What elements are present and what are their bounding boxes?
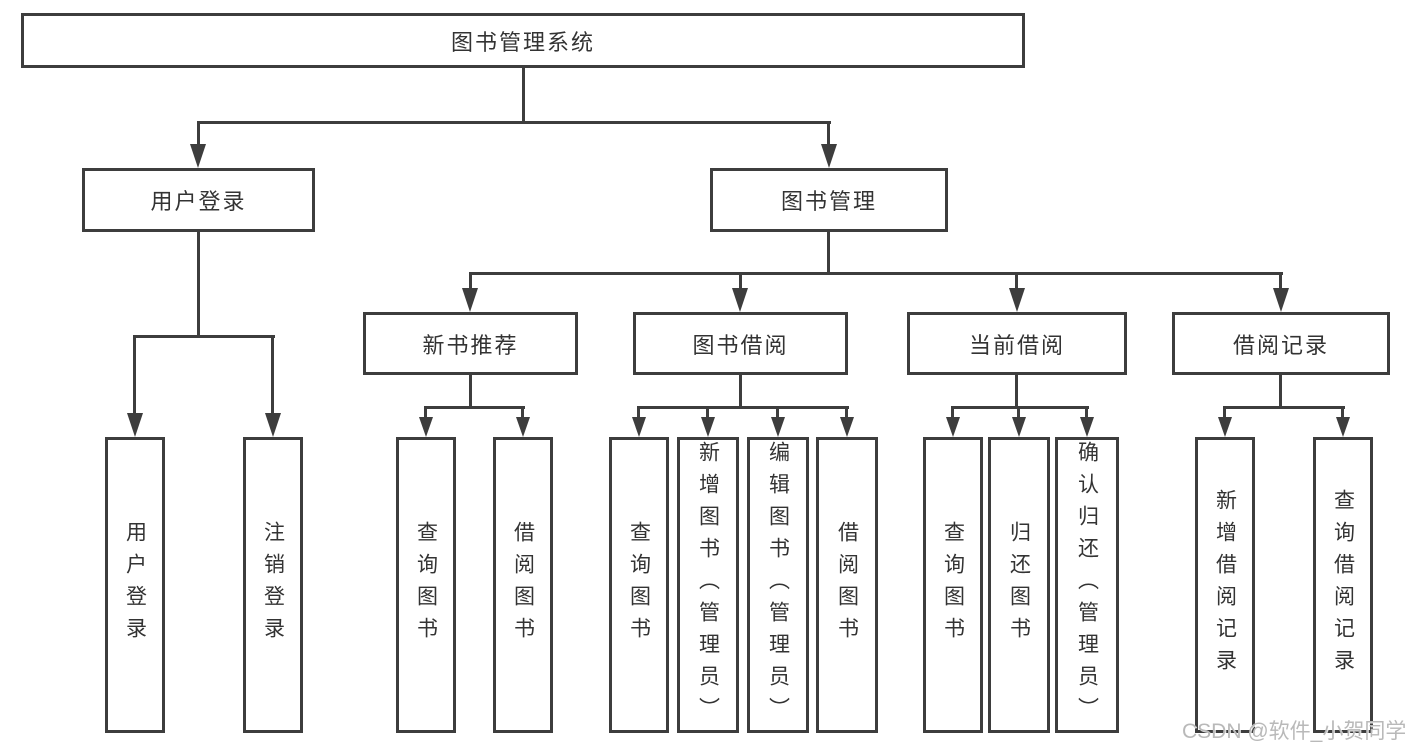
leaf-add-borrow-record-label: 新增借阅记录: [1213, 489, 1237, 681]
connector-line: [1085, 406, 1088, 419]
node-user-login-label: 用户登录: [150, 189, 247, 214]
connector-line: [1015, 272, 1018, 290]
leaf-confirm-return-admin: 确认归还（管理员）: [1055, 437, 1119, 733]
node-borrowing-records: 借阅记录: [1172, 312, 1390, 375]
arrowhead: [1336, 417, 1350, 437]
leaf-add-borrow-record: 新增借阅记录: [1195, 437, 1255, 733]
leaf-query-books-1-label: 查询图书: [414, 521, 438, 649]
leaf-query-books-1: 查询图书: [396, 437, 456, 733]
arrowhead: [1012, 417, 1026, 437]
leaf-query-borrow-record: 查询借阅记录: [1313, 437, 1373, 733]
arrowhead: [516, 417, 530, 437]
arrowhead: [419, 417, 433, 437]
arrowhead: [190, 144, 206, 168]
arrowhead: [1009, 288, 1025, 312]
connector-line: [424, 406, 427, 419]
leaf-edit-books-admin: 编辑图书（管理员）: [747, 437, 809, 733]
leaf-query-books-3: 查询图书: [923, 437, 983, 733]
connector-line: [637, 406, 640, 419]
node-new-book-recommend-label: 新书推荐: [422, 332, 519, 358]
arrowhead: [1218, 417, 1232, 437]
connector-line: [271, 335, 274, 415]
leaf-borrow-books-1-label: 借阅图书: [511, 521, 535, 649]
leaf-confirm-return-admin-label: 确认归还（管理员）: [1075, 441, 1099, 729]
connector-line: [521, 406, 524, 419]
arrowhead: [840, 417, 854, 437]
leaf-borrow-books-2-label: 借阅图书: [835, 521, 859, 649]
arrowhead: [1273, 288, 1289, 312]
arrowhead: [265, 413, 281, 437]
connector-line: [1279, 375, 1282, 406]
connector-line: [469, 272, 472, 290]
csdn-watermark: CSDN @软件_小贺同学: [1182, 720, 1405, 743]
node-book-management-label: 图书管理: [780, 189, 877, 214]
arrowhead: [771, 417, 785, 437]
node-borrowing-records-label: 借阅记录: [1232, 332, 1329, 358]
leaf-logout: 注销登录: [243, 437, 303, 733]
arrowhead: [632, 417, 646, 437]
arrowhead: [946, 417, 960, 437]
leaf-user-login: 用户登录: [105, 437, 165, 733]
connector-line: [469, 375, 472, 406]
connector-line: [1279, 272, 1282, 290]
connector-line: [197, 121, 831, 124]
connector-line: [827, 232, 830, 272]
connector-line: [739, 272, 742, 290]
root-node: 图书管理系统: [21, 13, 1025, 68]
node-new-book-recommend: 新书推荐: [363, 312, 578, 375]
connector-line: [469, 272, 1283, 275]
root-node-label: 图书管理系统: [450, 29, 595, 55]
arrowhead: [127, 413, 143, 437]
connector-line: [951, 406, 954, 419]
leaf-add-books-admin: 新增图书（管理员）: [677, 437, 739, 733]
connector-line: [706, 406, 709, 419]
leaf-user-login-label: 用户登录: [123, 521, 147, 649]
connector-line: [1017, 406, 1020, 419]
node-book-management: 图书管理: [710, 168, 948, 232]
leaf-query-books-3-label: 查询图书: [941, 521, 965, 649]
connector-line: [776, 406, 779, 419]
connector-line: [951, 406, 1089, 409]
arrowhead: [732, 288, 748, 312]
leaf-return-books: 归还图书: [988, 437, 1050, 733]
leaf-add-books-admin-label: 新增图书（管理员）: [696, 441, 720, 729]
connector-line: [637, 406, 849, 409]
connector-line: [1223, 406, 1226, 419]
leaf-query-borrow-record-label: 查询借阅记录: [1331, 489, 1355, 681]
connector-line: [1223, 406, 1345, 409]
connector-line: [1341, 406, 1344, 419]
leaf-query-books-2: 查询图书: [609, 437, 669, 733]
connector-line: [739, 375, 742, 406]
connector-line: [133, 335, 275, 338]
connector-line: [197, 121, 200, 146]
leaf-borrow-books-2: 借阅图书: [816, 437, 878, 733]
connector-line: [424, 406, 525, 409]
arrowhead: [821, 144, 837, 168]
leaf-logout-label: 注销登录: [261, 521, 285, 649]
node-user-login: 用户登录: [82, 168, 315, 232]
arrowhead: [462, 288, 478, 312]
connector-line: [197, 232, 200, 335]
leaf-query-books-2-label: 查询图书: [627, 521, 651, 649]
connector-line: [827, 121, 830, 146]
node-current-borrowing-label: 当前借阅: [968, 332, 1065, 358]
node-book-borrowing: 图书借阅: [633, 312, 848, 375]
node-book-borrowing-label: 图书借阅: [692, 332, 789, 358]
connector-line: [133, 335, 136, 415]
arrowhead: [701, 417, 715, 437]
arrowhead: [1080, 417, 1094, 437]
leaf-edit-books-admin-label: 编辑图书（管理员）: [766, 441, 790, 729]
node-current-borrowing: 当前借阅: [907, 312, 1127, 375]
leaf-return-books-label: 归还图书: [1007, 521, 1031, 649]
connector-line: [1015, 375, 1018, 406]
leaf-borrow-books-1: 借阅图书: [493, 437, 553, 733]
connector-line: [522, 68, 525, 121]
connector-line: [845, 406, 848, 419]
